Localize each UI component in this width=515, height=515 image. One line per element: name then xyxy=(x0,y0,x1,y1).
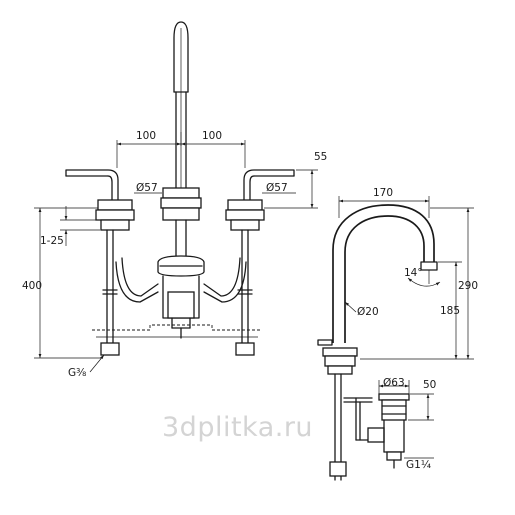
left-handle xyxy=(65,169,135,356)
dim-spout-diameter-label: Ø20 xyxy=(357,306,379,318)
center-body xyxy=(157,219,205,339)
dim-overall-height-label: 290 xyxy=(458,280,478,292)
dimension-lever xyxy=(264,169,318,209)
dim-right-rosette-label: Ø57 xyxy=(266,182,288,194)
dim-waste-thread-label: G1¼ xyxy=(406,459,431,471)
dim-right-spacing-label: 100 xyxy=(202,130,222,142)
dimension-deck xyxy=(60,206,100,246)
dimension-outlet-height xyxy=(438,261,462,359)
side-view: 14° xyxy=(317,187,478,481)
dim-lever-label: 55 xyxy=(314,151,327,163)
dim-left-spacing-label: 100 xyxy=(136,130,156,142)
center-spout xyxy=(160,21,202,221)
dim-deck-label: 1-25 xyxy=(40,235,64,247)
dim-connection-leader xyxy=(89,354,105,373)
dim-reach-label: 170 xyxy=(373,187,393,199)
dimension-overall-height xyxy=(360,207,474,360)
side-base xyxy=(317,339,373,481)
right-handle xyxy=(225,169,295,356)
dimension-reach xyxy=(338,196,430,218)
dim-connection-label: G⅜ xyxy=(68,367,86,379)
dim-swivel-label: 14° xyxy=(404,267,423,279)
dimension-waste-height xyxy=(408,393,434,421)
dim-outlet-height-label: 185 xyxy=(440,305,460,317)
dim-waste-diameter-label: Ø63 xyxy=(383,377,405,389)
dim-waste-height-label: 50 xyxy=(423,379,436,391)
dim-total-height-label: 400 xyxy=(22,280,42,292)
popup-waste xyxy=(367,393,410,469)
front-view: 100 100 55 Ø57 Ø57 1-25 400 xyxy=(22,21,327,379)
dimension-waste-diameter xyxy=(378,380,410,394)
dimension-spacing xyxy=(116,132,246,168)
connecting-hoses xyxy=(115,257,247,303)
watermark-text: 3dplitka.ru xyxy=(162,412,313,443)
dim-left-rosette-label: Ø57 xyxy=(136,182,158,194)
dim-spout-diameter-leader xyxy=(344,301,357,313)
swivel-arc xyxy=(407,277,441,287)
dimension-total-height xyxy=(34,207,102,359)
